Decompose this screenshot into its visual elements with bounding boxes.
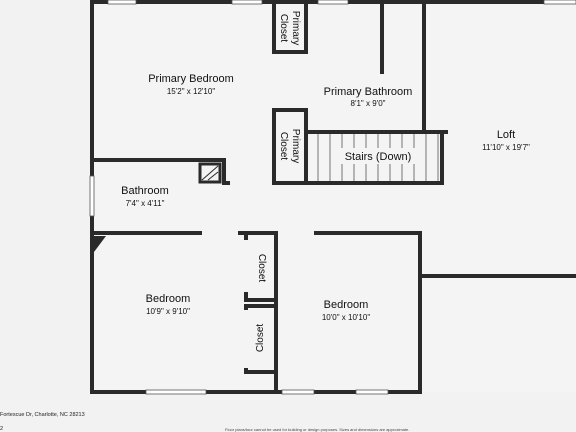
loft-floor (420, 0, 576, 276)
footer-address: Fortescue Dr, Charlotte, NC 28213 (0, 412, 85, 418)
loft-name: Loft (497, 129, 515, 141)
closet-right-label: Closet (256, 254, 267, 283)
primary-bathroom-dims: 8'1" x 9'0" (351, 99, 386, 108)
primary-closet-mid-label: Primary Closet (278, 129, 301, 163)
wall-chase (94, 162, 222, 252)
footer-page: 2 (0, 426, 3, 432)
primary-bathroom-name: Primary Bathroom (324, 86, 413, 98)
doors (196, 58, 314, 368)
primary-closet-top-line1: Primary (290, 11, 301, 45)
bathroom-dims: 7'4" x 4'11" (126, 199, 165, 208)
primary-closet-top-label: Primary Closet (278, 11, 301, 45)
bedroom-left-dims: 10'9" x 9'10" (146, 307, 190, 316)
bedroom-right-dims: 10'0" x 10'10" (322, 313, 370, 322)
loft-dims: 11'10" x 19'7" (482, 143, 530, 152)
stairs-label-bg (338, 148, 418, 164)
bedroom-right-name: Bedroom (324, 299, 369, 311)
primary-closet-top-line2: Closet (278, 14, 289, 43)
bathroom-name: Bathroom (121, 185, 169, 197)
primary-bedroom-name: Primary Bedroom (148, 73, 234, 85)
primary-closet-mid-line2: Closet (278, 132, 289, 161)
windows (89, 0, 576, 395)
stairs-name: Stairs (Down) (345, 151, 412, 163)
bedroom-left-name: Bedroom (146, 293, 191, 305)
closet-left-label: Closet (255, 324, 266, 353)
closet-right-text: Closet (256, 254, 267, 283)
primary-closet-mid-line1: Primary (290, 129, 301, 163)
footer-disclaimer: Floor plans/tour cannot be used for buil… (225, 427, 409, 432)
closet-left-text: Closet (255, 324, 266, 353)
primary-bedroom-dims: 15'2" x 12'10" (167, 87, 215, 96)
